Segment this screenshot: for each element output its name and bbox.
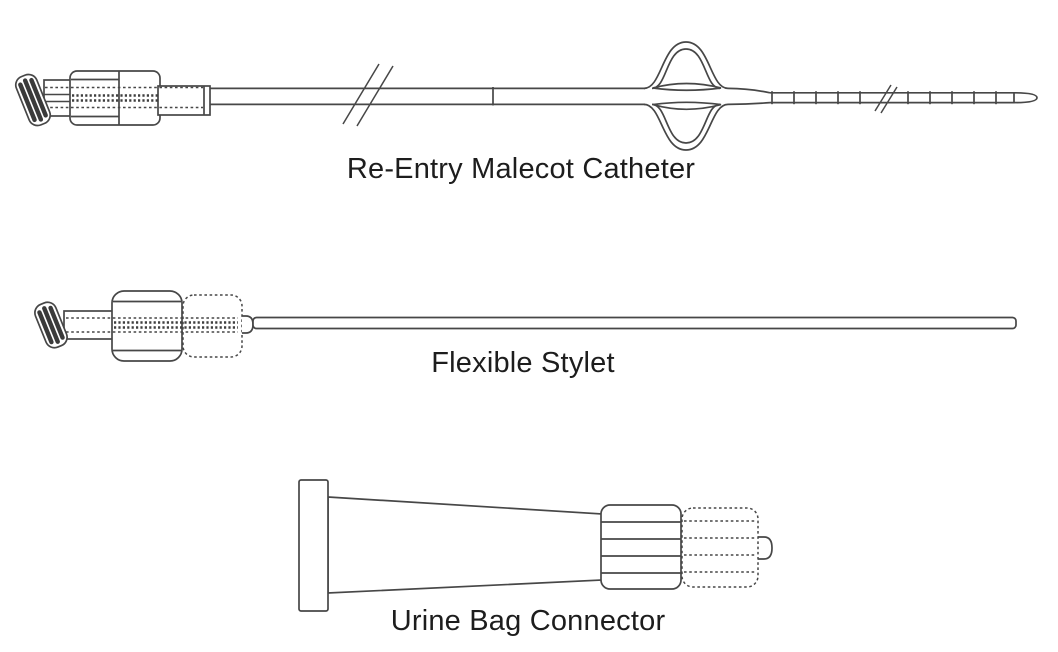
label-urine-bag-connector: Urine Bag Connector bbox=[390, 605, 666, 637]
connector-cone bbox=[327, 496, 604, 594]
connector-flange bbox=[298, 479, 329, 612]
flexible-stylet-illustration bbox=[34, 290, 1017, 362]
connector-cap-dashed bbox=[681, 507, 759, 588]
luer-thread-icon bbox=[14, 73, 52, 127]
stylet-nub bbox=[242, 315, 254, 334]
tubing-break-mark bbox=[342, 63, 394, 127]
stylet-luer-thread-icon bbox=[34, 301, 68, 349]
stylet-cap-dashed bbox=[182, 294, 243, 358]
malecot-wings bbox=[643, 41, 729, 151]
stylet-hub bbox=[34, 290, 254, 362]
malecot-catheter-illustration bbox=[14, 41, 1038, 151]
catheter-shaft bbox=[210, 63, 645, 127]
label-flexible-stylet: Flexible Stylet bbox=[431, 347, 615, 379]
tip-break-mark bbox=[874, 84, 898, 114]
connector-nub bbox=[758, 536, 773, 560]
label-re-entry-malecot-catheter: Re-Entry Malecot Catheter bbox=[346, 153, 696, 185]
catheter-luer-hub bbox=[14, 70, 211, 127]
graduated-tip bbox=[727, 84, 1038, 114]
urine-bag-connector-illustration bbox=[298, 479, 773, 612]
connector-luer-body bbox=[600, 504, 682, 590]
stylet-wire bbox=[252, 316, 1017, 330]
